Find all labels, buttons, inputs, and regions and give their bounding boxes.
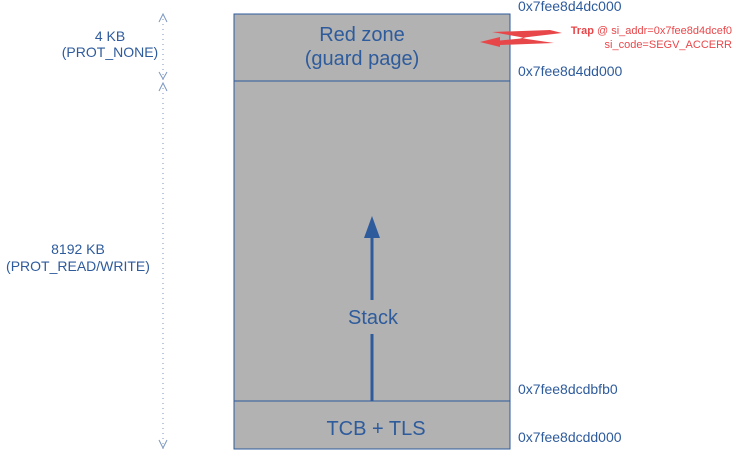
address-top: 0x7fee8d4dc000 [518, 0, 622, 14]
stack-dimension-line [158, 81, 168, 450]
tcb-tls-label: TCB + TLS [326, 418, 425, 440]
stack-protection-label: (PROT_READ/WRITE) [6, 258, 150, 274]
red-zone-subtitle: (guard page) [305, 48, 420, 70]
red-zone-title: Red zone [319, 24, 405, 46]
stack-growth-arrow [364, 216, 380, 401]
address-guard-end: 0x7fee8d4dd000 [518, 63, 623, 79]
stack-size-label: 8192 KB [51, 241, 105, 257]
address-bottom: 0x7fee8dcdd000 [518, 429, 622, 445]
guard-size-label: 4 KB [95, 28, 125, 44]
stack-label: Stack [348, 307, 399, 329]
address-stack-top: 0x7fee8dcdbfb0 [518, 381, 618, 397]
trap-message-line1: Trap @ si_addr=0x7fee8d4dcef0 [571, 25, 732, 37]
guard-protection-label: (PROT_NONE) [62, 44, 158, 60]
guard-dimension-line [158, 12, 168, 81]
red-zone-region [233, 13, 511, 82]
trap-lightning-arrow [480, 30, 562, 47]
trap-message-line2: si_code=SEGV_ACCERR [605, 39, 733, 51]
